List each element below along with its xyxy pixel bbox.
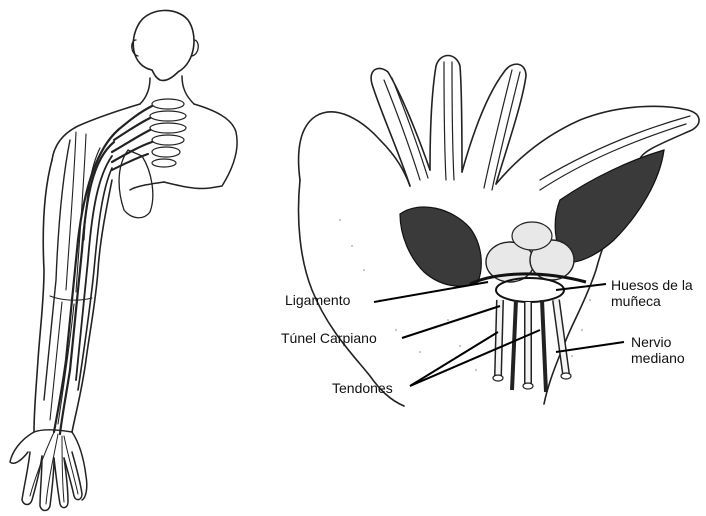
carpal-tunnel-outline — [496, 278, 564, 302]
label-nervio-line2: mediano — [631, 350, 685, 366]
label-huesos-line2: muñeca — [611, 293, 661, 309]
label-tendones: Tendones — [332, 380, 393, 396]
hand-left-figure — [10, 432, 87, 511]
thenar-muscle — [400, 207, 481, 286]
label-ligamento: Ligamento — [285, 292, 350, 308]
cervical-vertebrae — [150, 99, 186, 167]
body-arm-figure — [10, 10, 237, 510]
label-huesos-line1: Huesos de la — [611, 277, 693, 293]
label-nervio-line1: Nervio — [631, 334, 671, 350]
hypothenar-muscle — [555, 150, 664, 262]
label-tunel-carpiano: Túnel Carpiano — [281, 330, 377, 346]
brachial-plexus — [112, 106, 152, 170]
